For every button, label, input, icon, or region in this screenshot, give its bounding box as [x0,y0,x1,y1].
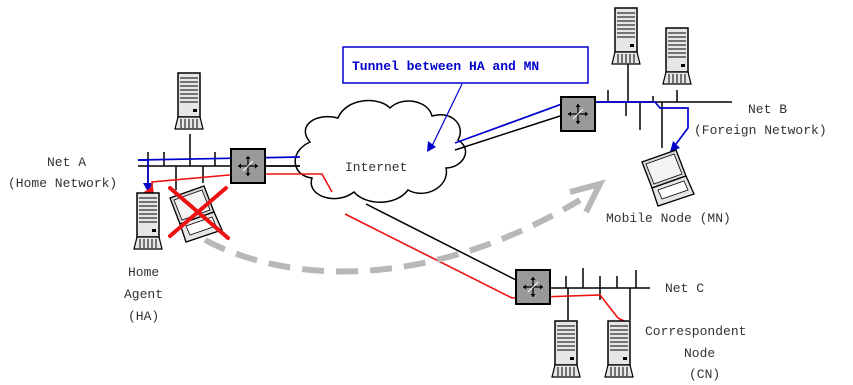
net-c-server-icon [552,321,580,377]
tunnel-label: Tunnel between HA and MN [352,59,539,74]
net-b-desc: (Foreign Network) [694,123,827,138]
net-c-name: Net C [665,281,704,296]
net-b-name: Net B [748,102,787,117]
home-agent-server-icon [134,193,162,249]
movement-arrow [205,200,580,271]
net-a-name: Net A [47,155,86,170]
mobile-node-label: Mobile Node (MN) [606,211,731,226]
net-a-desc: (Home Network) [8,176,117,191]
net-b-router-icon [561,97,595,131]
internet-label: Internet [345,160,407,175]
correspondent-server-icon [605,321,633,377]
net-b-server-2-icon [663,28,691,84]
mobile-node-laptop-icon [642,150,694,206]
net-a-bus [138,134,300,192]
net-c-router-icon [516,270,550,304]
correspondent-label-line-2: Node [684,346,715,361]
home-agent-label-line-3: (HA) [128,309,159,324]
internet-cloud [295,101,465,203]
home-agent-label-line-2: Agent [124,287,163,302]
net-c-bus [550,268,650,320]
correspondent-label-line-3: (CN) [689,367,720,382]
net-a-router-icon [231,149,265,183]
net-b-server-1-icon [612,8,640,64]
correspondent-label-line-1: Correspondent [645,324,746,339]
net-a-server-icon [175,73,203,129]
home-agent-label-line-1: Home [128,265,159,280]
movement-arrowhead [570,184,600,212]
